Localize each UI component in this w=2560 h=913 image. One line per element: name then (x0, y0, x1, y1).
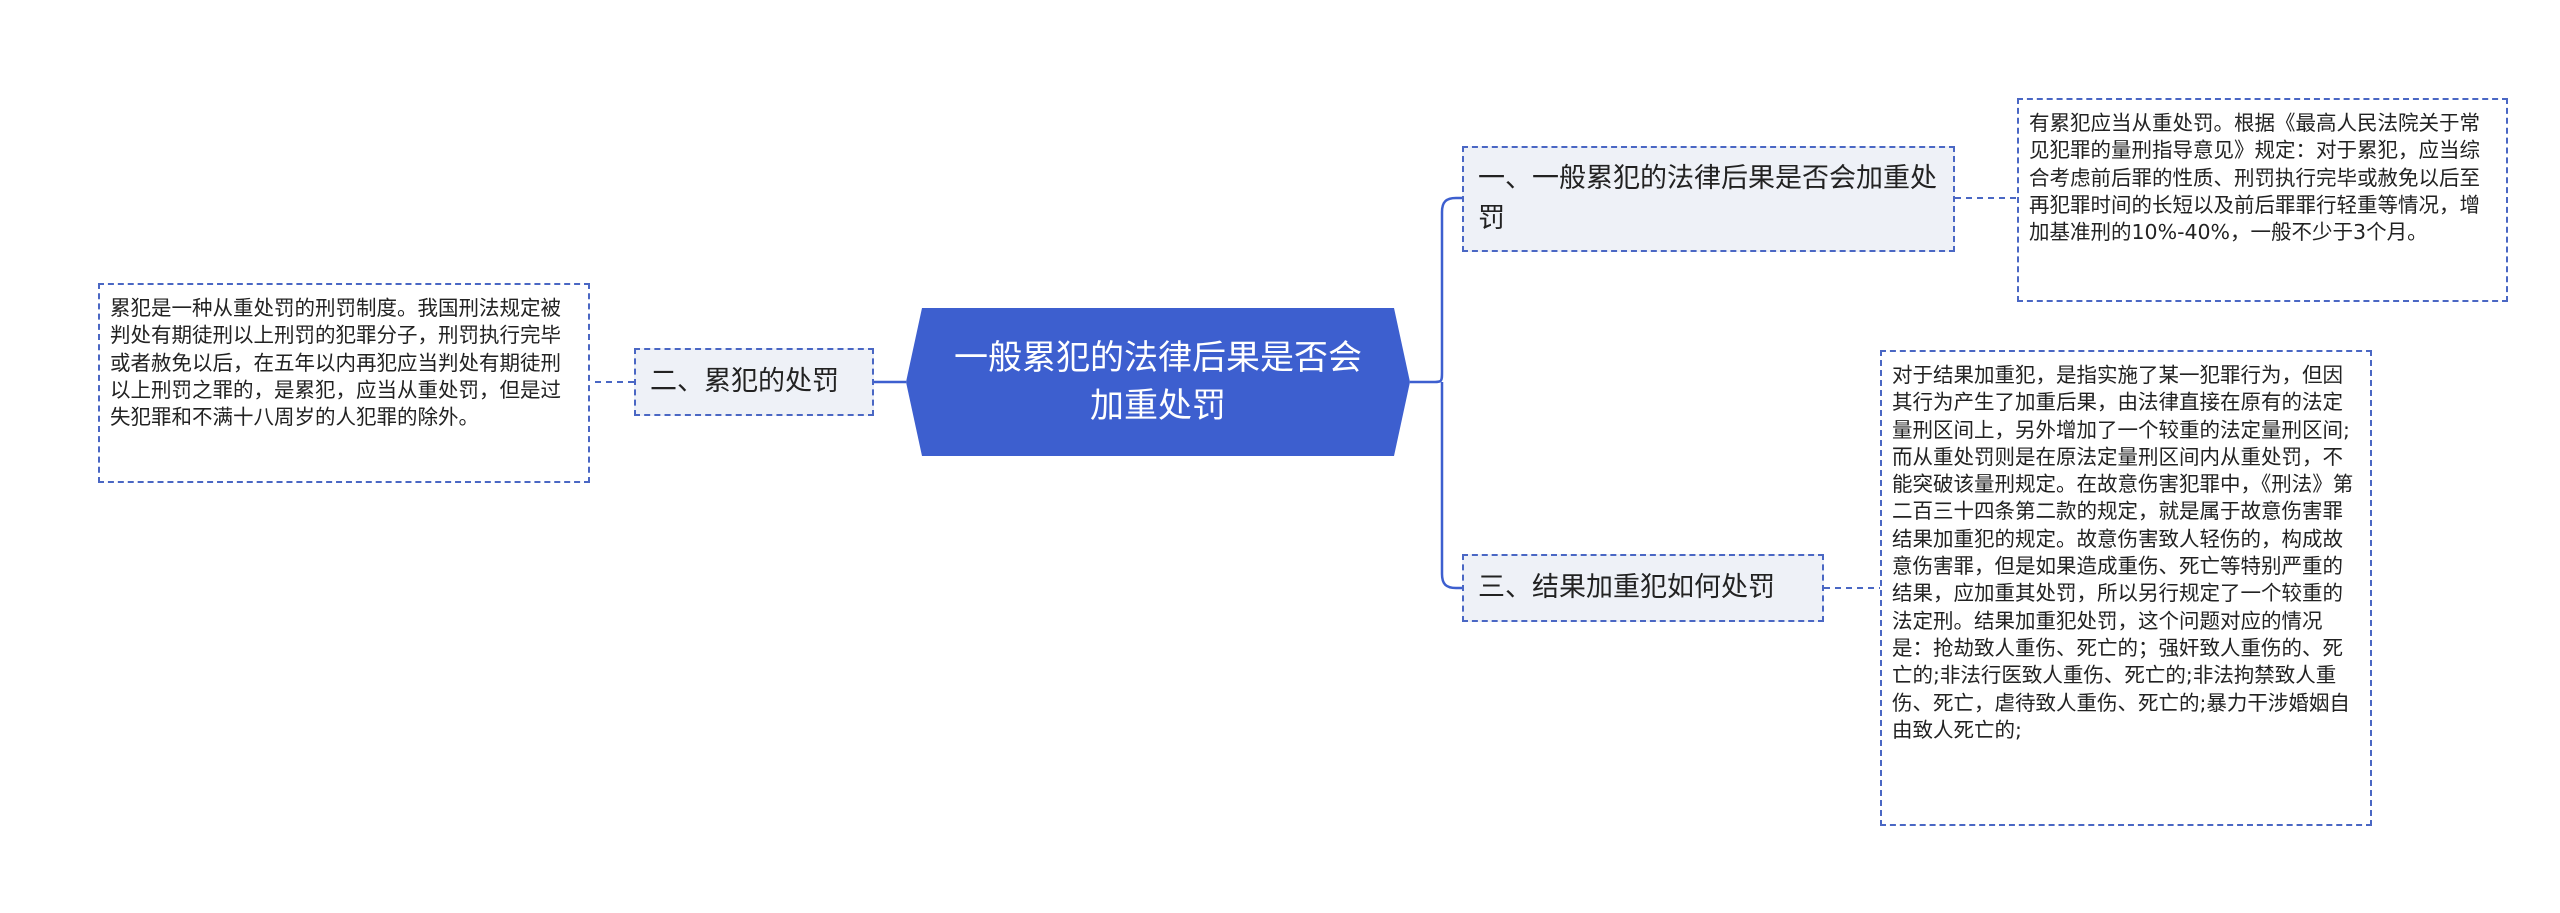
leaf-note-1-text: 有累犯应当从重处罚。根据《最高人民法院关于常见犯罪的量刑指导意见》规定：对于累犯… (2029, 111, 2480, 245)
leaf-note-3[interactable]: 对于结果加重犯，是指实施了某一犯罪行为，但因其行为产生了加重后果，由法律直接在原… (1880, 350, 2372, 826)
leaf-note-3-text: 对于结果加重犯，是指实施了某一犯罪行为，但因其行为产生了加重后果，由法律直接在原… (1892, 363, 2354, 742)
branch-topic-2[interactable]: 二、累犯的处罚 (634, 348, 874, 416)
branch-topic-3[interactable]: 三、结果加重犯如何处罚 (1462, 554, 1824, 622)
root-topic[interactable]: 一般累犯的法律后果是否会加重处罚 (906, 308, 1410, 456)
connector-root-b1 (1410, 196, 1478, 384)
branch-topic-2-label: 二、累犯的处罚 (650, 366, 839, 397)
leaf-note-2-text: 累犯是一种从重处罚的刑罚制度。我国刑法规定被判处有期徒刑以上刑罚的犯罪分子，刑罚… (110, 296, 561, 430)
leaf-note-2[interactable]: 累犯是一种从重处罚的刑罚制度。我国刑法规定被判处有期徒刑以上刑罚的犯罪分子，刑罚… (98, 283, 590, 483)
connector-root-b3 (1440, 382, 1478, 590)
branch-topic-3-label: 三、结果加重犯如何处罚 (1478, 572, 1775, 603)
branch-topic-1-label: 一、一般累犯的法律后果是否会加重处罚 (1478, 163, 1937, 234)
root-topic-label: 一般累犯的法律后果是否会加重处罚 (954, 338, 1362, 426)
leaf-note-1[interactable]: 有累犯应当从重处罚。根据《最高人民法院关于常见犯罪的量刑指导意见》规定：对于累犯… (2017, 98, 2508, 302)
branch-topic-1[interactable]: 一、一般累犯的法律后果是否会加重处罚 (1462, 146, 1955, 252)
